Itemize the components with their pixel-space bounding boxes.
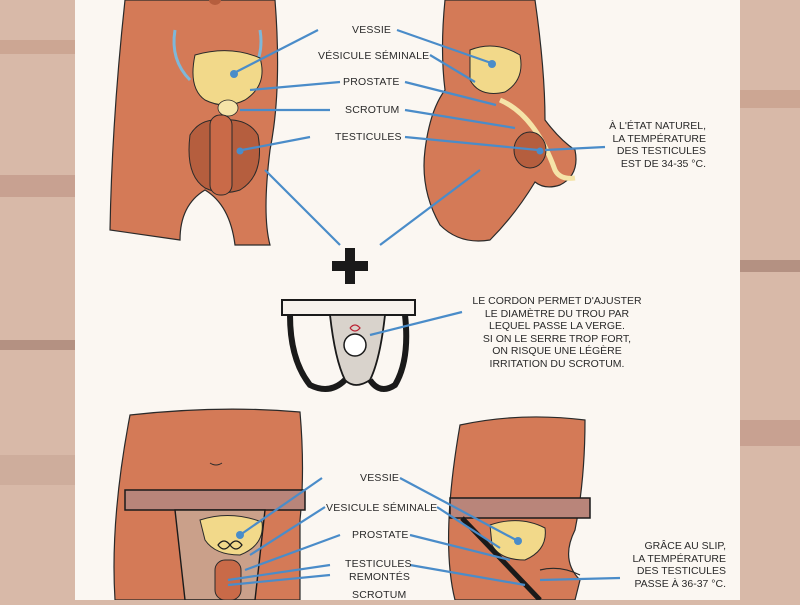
label-vesicule-top: VÉSICULE SÉMINALE — [318, 50, 430, 62]
bottom-leader-lines — [227, 477, 621, 587]
bottom-front-body — [113, 408, 306, 601]
bottom-side-body — [447, 416, 591, 602]
label-vessie-top: VESSIE — [352, 24, 392, 36]
label-vesicule-bottom: VESICULE SÉMINALE — [326, 502, 438, 514]
left-background — [0, 0, 75, 600]
top-side-body — [423, 0, 577, 242]
label-remontes-bottom: REMONTÉS — [349, 571, 411, 583]
label-scrotum-bottom: SCROTUM — [352, 589, 407, 601]
note-cordon: LE CORDON PERMET D'AJUSTER LE DIAMÈTRE D… — [472, 295, 642, 370]
plus-icon — [332, 248, 368, 284]
label-testicules-top: TESTICULES — [335, 131, 402, 143]
label-vessie-bottom: VESSIE — [360, 472, 400, 484]
label-prostate-top: PROSTATE — [343, 76, 400, 88]
top-leader-lines — [235, 28, 606, 246]
note-slip-temperature: GRÂCE AU SLIP, LA TEMPÉRATURE DES TESTIC… — [632, 540, 726, 590]
jockstrap-icon — [281, 299, 463, 392]
label-scrotum-top: SCROTUM — [345, 104, 400, 116]
note-natural-temperature: À L'ÉTAT NATUREL, LA TEMPÉRATURE DES TES… — [609, 120, 706, 170]
label-prostate-bottom: PROSTATE — [352, 529, 409, 541]
top-front-body — [109, 0, 279, 246]
label-testicules-bottom: TESTICULES — [345, 558, 412, 570]
